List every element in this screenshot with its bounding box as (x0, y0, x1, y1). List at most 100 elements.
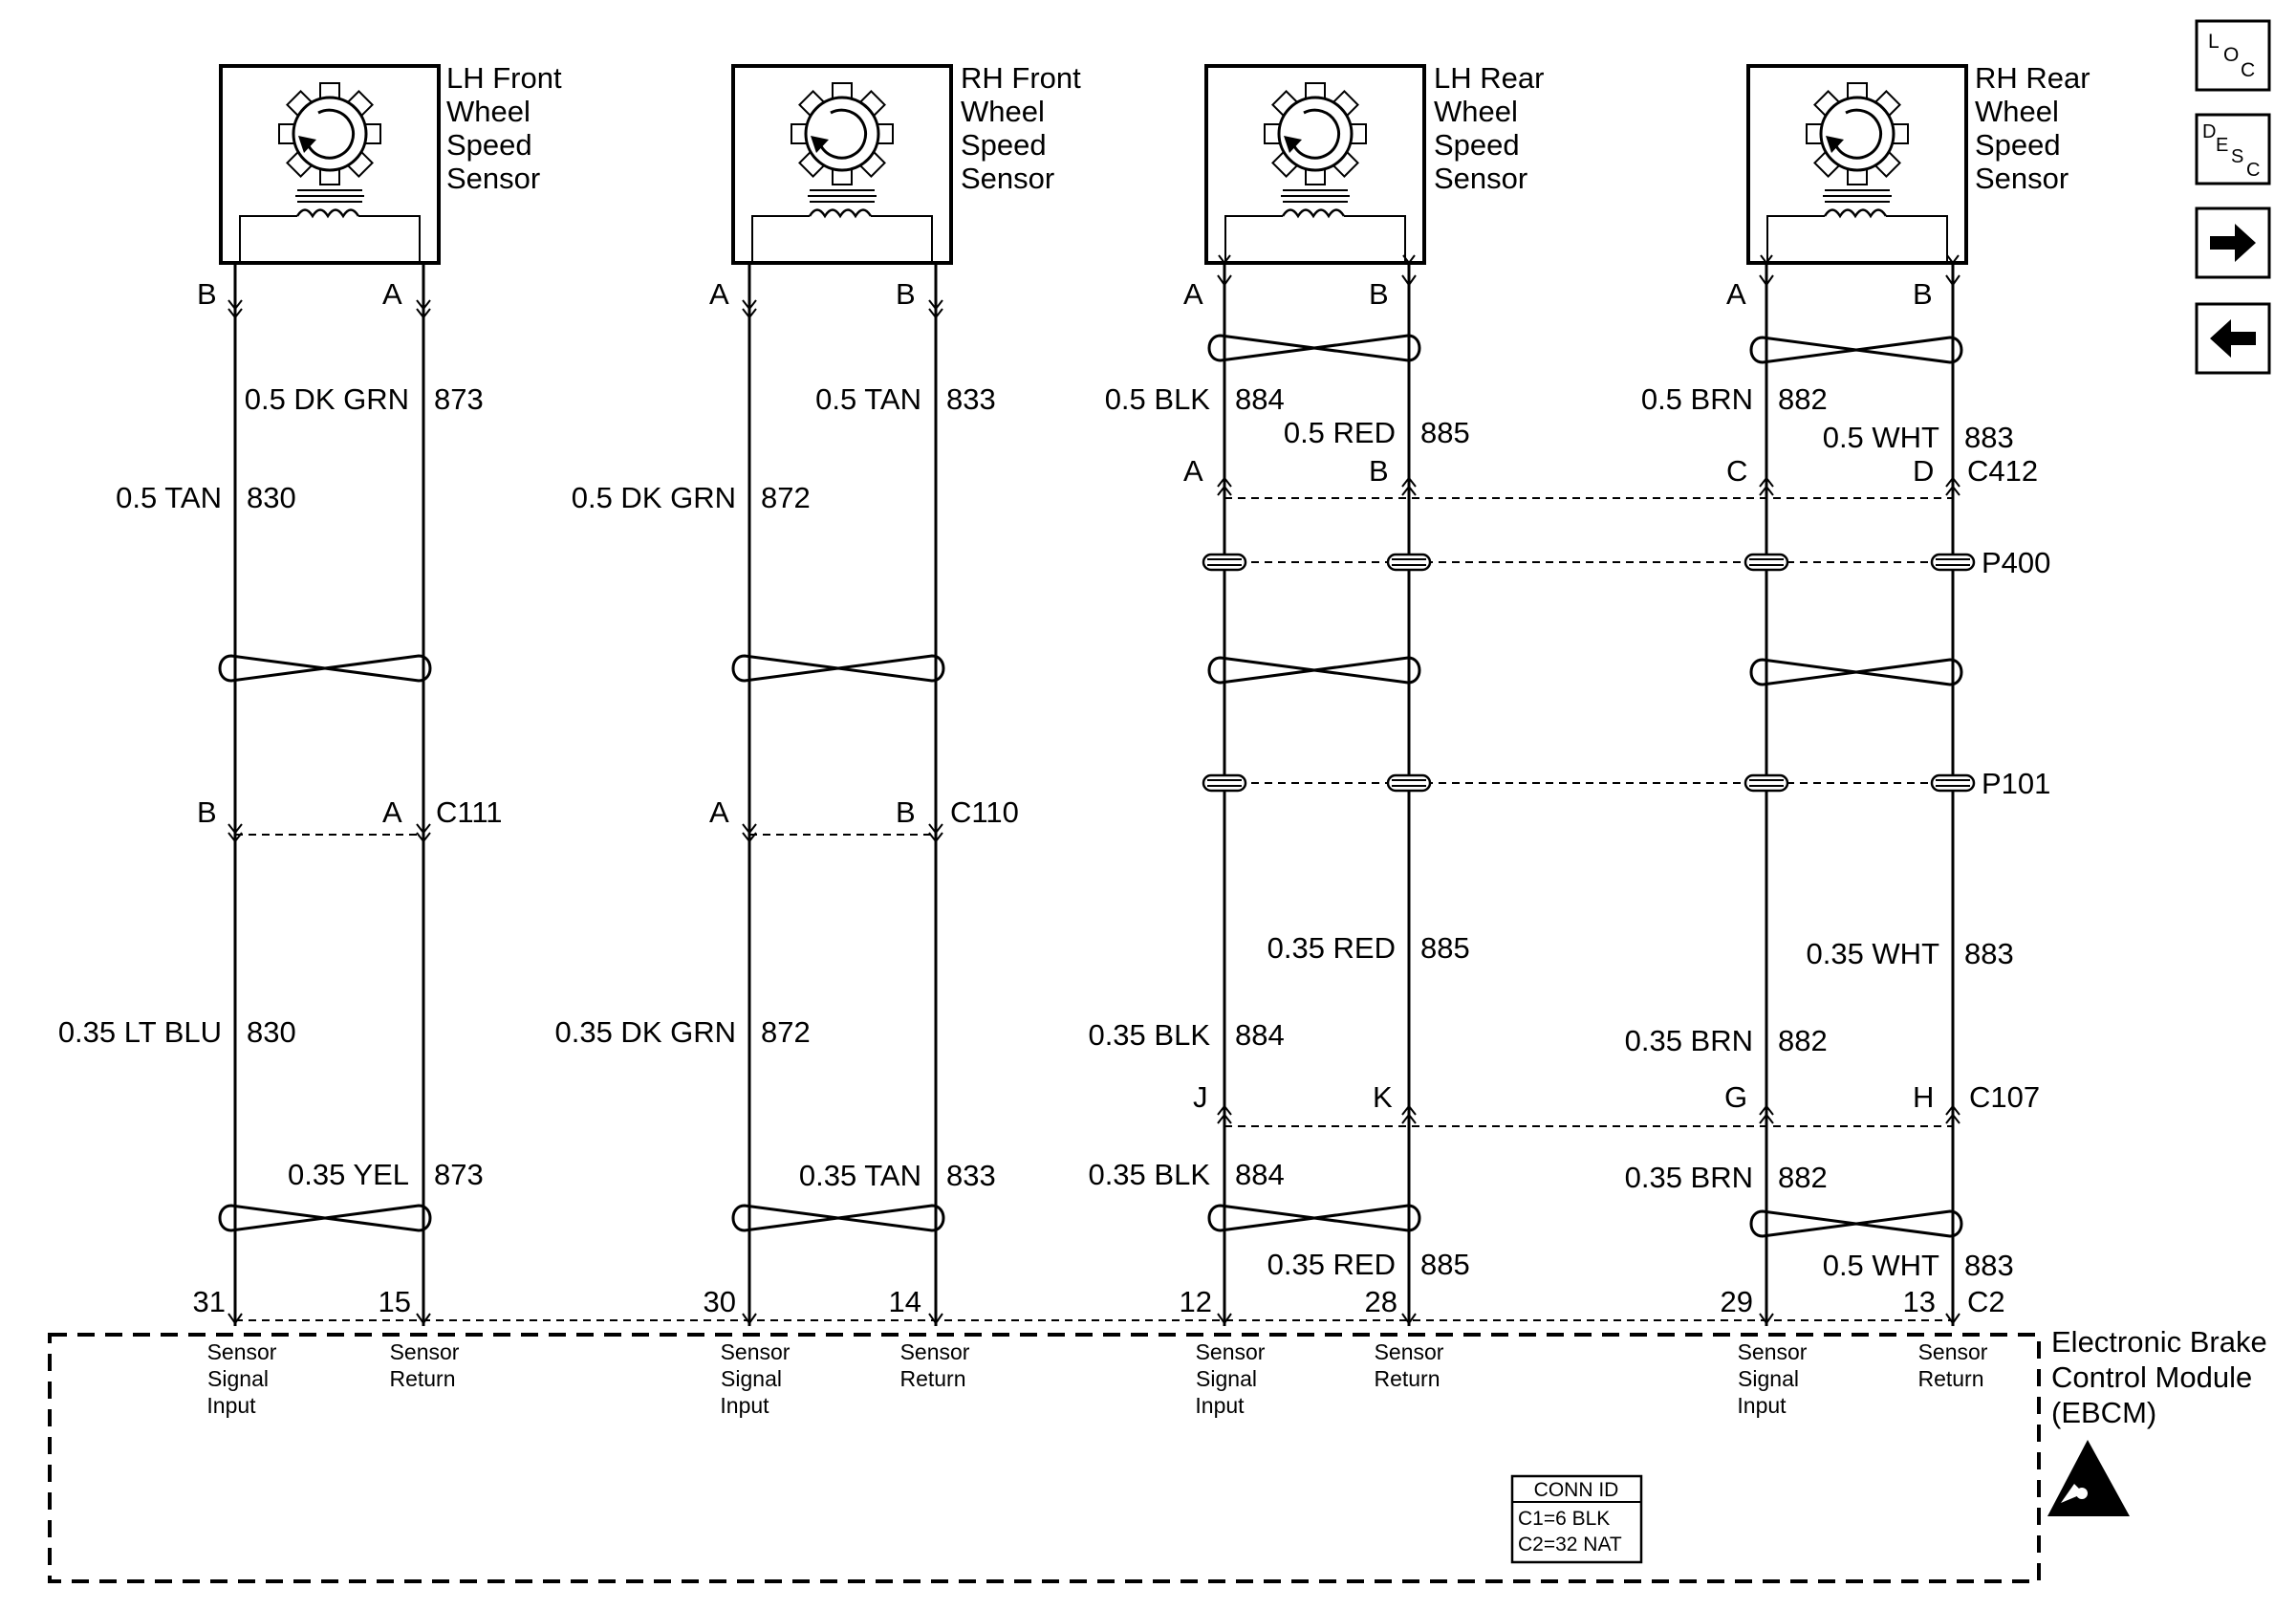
sensor-lh-rear (1204, 64, 1426, 265)
wire-label-low-lhf-right-color: 0.35 YEL (288, 1158, 409, 1191)
term-rhr-signal-2: Signal (1738, 1366, 1799, 1391)
c111-pin-b: B (197, 795, 217, 829)
term-rhr-return-2: Return (1917, 1366, 1983, 1391)
sensor-label-rhf-1: RH Front (961, 61, 1081, 95)
wire-label-mid-lhf-left-circuit: 830 (247, 1015, 296, 1049)
c110-pin-b: B (896, 795, 916, 829)
wire-label-mid-lhr-left-color: 0.35 BLK (1088, 1018, 1210, 1052)
connector-c111: B A C111 (197, 795, 503, 842)
desc-button[interactable]: D E S C (2195, 113, 2271, 185)
wire-label-low-rhf-right-circuit: 833 (946, 1159, 996, 1192)
sensor-label-lhr-4: Sensor (1434, 162, 1527, 195)
term-lhr-signal-1: Sensor (1196, 1339, 1266, 1364)
sensor-label-rhf-4: Sensor (961, 162, 1054, 195)
wire-label-mid-lhr-right-circuit: 885 (1420, 931, 1470, 965)
pin-lhf-right: A (382, 277, 402, 311)
c107-pin-g: G (1724, 1080, 1747, 1114)
c412-pin-a: A (1183, 454, 1203, 488)
term-lhf-signal-3: Input (206, 1393, 256, 1418)
wire-label-mid-lhr-right-color: 0.35 RED (1267, 931, 1396, 965)
wire-label-low-lhr-left-circuit: 884 (1235, 1158, 1285, 1191)
term-lhr-signal-3: Input (1195, 1393, 1245, 1418)
conn-id-title: CONN ID (1534, 1479, 1619, 1501)
c412-pin-c: C (1726, 454, 1747, 488)
wire-labels-lower: 0.35 YEL 873 0.35 TAN 833 0.35 BLK 884 0… (288, 1158, 2014, 1282)
left-arrow-icon (2210, 319, 2256, 358)
c2-pin-31: 31 (193, 1285, 226, 1318)
sensor-label-rhr-4: Sensor (1975, 162, 2069, 195)
sensor-rh-front (731, 64, 953, 265)
c2-pin-30: 30 (704, 1285, 736, 1318)
c2-pin-14: 14 (889, 1285, 921, 1318)
term-lhr-return-1: Sensor (1375, 1339, 1444, 1364)
connector-c110: A B C110 (709, 795, 1019, 842)
pin-lhf-left: B (197, 277, 217, 311)
loc-l: L (2208, 31, 2220, 53)
c107-pin-h: H (1913, 1080, 1934, 1114)
sensor-label-lhf-2: Wheel (446, 95, 531, 128)
wire-label-low-lhr-left-color: 0.35 BLK (1088, 1158, 1210, 1191)
conn-id-box: CONN ID C1=6 BLK C2=32 NAT (1510, 1474, 1643, 1564)
term-lhf-return-2: Return (389, 1366, 455, 1391)
pin-rhr-right: B (1913, 277, 1933, 311)
wire-label-lhr-right-color: 0.5 RED (1284, 416, 1396, 449)
prev-button[interactable] (2195, 302, 2271, 375)
wire-label-rhr-right-color: 0.5 WHT (1823, 421, 1939, 454)
wire-label-lhf-left-circuit: 830 (247, 481, 296, 514)
ebcm-module-outline (48, 1333, 2041, 1583)
term-rhf-return-2: Return (899, 1366, 965, 1391)
sensor-label-lhf-4: Sensor (446, 162, 540, 195)
wire-label-low-rhr-left-color: 0.35 BRN (1625, 1161, 1753, 1194)
ebcm-title-3: (EBCM) (2051, 1396, 2156, 1429)
term-rhr-signal-3: Input (1737, 1393, 1787, 1418)
wire-label-lhr-right-circuit: 885 (1420, 416, 1470, 449)
c111-pin-a: A (382, 795, 402, 829)
wire-labels-upper: 0.5 DK GRN 873 0.5 TAN 830 0.5 TAN 833 0… (116, 382, 2014, 514)
sensor-label-lhf-1: LH Front (446, 61, 562, 95)
connector-c107: J K G H C107 (1193, 1080, 2040, 1127)
c2-pin-15: 15 (379, 1285, 411, 1318)
connector-p101: P101 (1202, 767, 2050, 800)
c110-name: C110 (950, 795, 1019, 829)
sensor-pin-labels: B A A B A B A B (197, 277, 1933, 311)
c107-pin-j: J (1193, 1080, 1208, 1114)
sensor-labels: LH Front Wheel Speed Sensor RH Front Whe… (446, 61, 2090, 195)
wire-label-low-lhr-right-circuit: 885 (1420, 1248, 1470, 1281)
wire-label-lhf-right-circuit: 873 (434, 382, 484, 416)
wire-label-mid-lhr-left-circuit: 884 (1235, 1018, 1285, 1052)
wire-label-low-rhr-right-circuit: 883 (1964, 1249, 2014, 1282)
wire-label-rhr-left-color: 0.5 BRN (1641, 382, 1753, 416)
c2-name: C2 (1967, 1285, 2005, 1318)
next-button[interactable] (2195, 207, 2271, 279)
wire-label-rhf-right-color: 0.5 TAN (815, 382, 921, 416)
wire-labels-mid: 0.35 LT BLU 830 0.35 DK GRN 872 0.35 RED… (58, 931, 2014, 1057)
c107-name: C107 (1969, 1080, 2040, 1114)
wire-label-low-rhr-left-circuit: 882 (1778, 1161, 1828, 1194)
c412-name: C412 (1967, 454, 2038, 488)
wire-label-low-lhf-right-circuit: 873 (434, 1158, 484, 1191)
sensor-label-rhr-2: Wheel (1975, 95, 2059, 128)
wire-label-mid-rhf-left-circuit: 872 (761, 1015, 811, 1049)
sensor-label-lhr-3: Speed (1434, 128, 1520, 162)
c412-pin-d: D (1913, 454, 1934, 488)
sensor-terminals (227, 254, 1960, 318)
desc-s: S (2231, 146, 2243, 167)
term-rhf-return-1: Sensor (900, 1339, 970, 1364)
wire-label-rhf-left-circuit: 872 (761, 481, 811, 514)
ebcm-title-2: Control Module (2051, 1360, 2252, 1394)
loc-c: C (2241, 59, 2255, 81)
connector-p400: P400 (1202, 546, 2050, 579)
term-lhf-signal-1: Sensor (207, 1339, 277, 1364)
wire-label-lhr-left-circuit: 884 (1235, 382, 1285, 416)
conn-id-row-2: C2=32 NAT (1518, 1534, 1622, 1556)
c111-name: C111 (436, 795, 503, 829)
loc-button[interactable]: L O C (2195, 19, 2271, 92)
wire-label-rhf-right-circuit: 833 (946, 382, 996, 416)
wire-label-mid-rhr-left-circuit: 882 (1778, 1024, 1828, 1057)
wire-label-mid-lhf-left-color: 0.35 LT BLU (58, 1015, 222, 1049)
pin-rhf-left: A (709, 277, 729, 311)
wires (233, 263, 1955, 1326)
pin-rhr-left: A (1726, 277, 1746, 311)
right-arrow-icon (2210, 224, 2256, 262)
wire-label-low-rhf-right-color: 0.35 TAN (799, 1159, 921, 1192)
